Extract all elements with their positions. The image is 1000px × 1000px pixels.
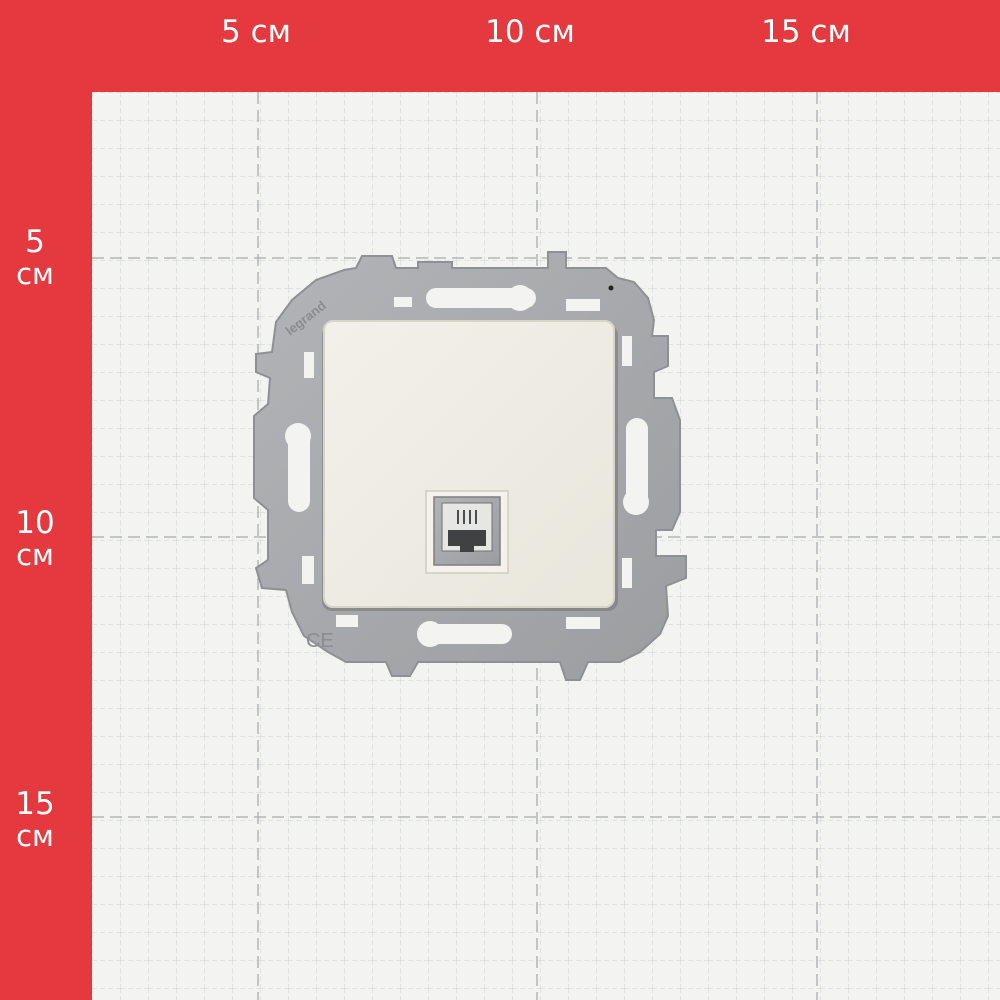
left-ruler-unit: см bbox=[16, 257, 54, 291]
left-ruler-label-10: 10 см bbox=[6, 507, 64, 571]
left-ruler: 5 см 10 см 15 см bbox=[0, 0, 92, 1000]
left-ruler-unit: см bbox=[16, 538, 54, 572]
top-ruler-label-10: 10 см bbox=[485, 14, 575, 50]
left-ruler-unit: см bbox=[16, 819, 54, 853]
left-ruler-number: 15 bbox=[15, 786, 55, 822]
grid-paper bbox=[92, 92, 1000, 1000]
top-ruler-label-15: 15 см bbox=[761, 14, 851, 50]
left-ruler-number: 10 bbox=[15, 505, 55, 541]
top-ruler-label-5: 5 см bbox=[220, 14, 292, 50]
left-ruler-number: 5 bbox=[25, 224, 45, 260]
left-ruler-label-15: 15 см bbox=[6, 788, 64, 852]
top-ruler: 5 см 10 см 15 см bbox=[0, 0, 1000, 92]
left-ruler-label-5: 5 см bbox=[6, 226, 64, 290]
